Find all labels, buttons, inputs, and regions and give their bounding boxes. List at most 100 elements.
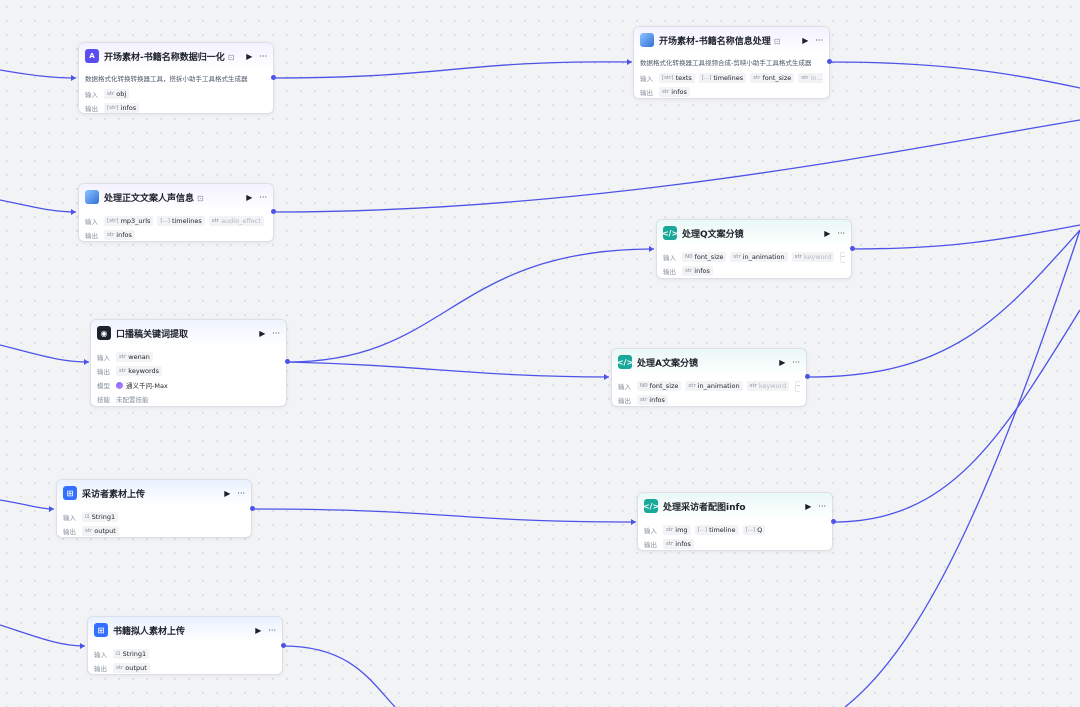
node-title: 处理A文案分镜 <box>637 358 698 369</box>
node-body-voice-info[interactable]: 处理正文文案人声信息⊡ ▶ ··· 输入 [str]mp3_urls [...]t… <box>78 183 274 242</box>
code-icon: </> <box>617 355 633 369</box>
model-name: 通义千问-Max <box>126 382 168 390</box>
run-icon[interactable]: ▶ <box>259 328 266 338</box>
edge-in-n9 <box>0 624 86 647</box>
output-port[interactable] <box>850 246 855 251</box>
run-icon[interactable]: ▶ <box>246 51 253 61</box>
output-port[interactable] <box>827 59 832 64</box>
run-icon[interactable]: ▶ <box>779 357 786 367</box>
more-icon[interactable]: ··· <box>272 328 280 338</box>
upload-icon: ⊞ <box>94 623 108 637</box>
node-title: 开场素材-书籍名称信息处理⊡ <box>659 36 781 47</box>
node-header[interactable]: A 开场素材-书籍名称数据归一化⊡ ▶ ··· <box>79 43 273 69</box>
more-icon[interactable]: ··· <box>815 35 823 45</box>
model-row: 模型 通义千问-Max <box>97 381 168 390</box>
code-icon: </> <box>662 226 678 240</box>
run-icon[interactable]: ▶ <box>805 501 812 511</box>
param-chip: [...]Q <box>742 525 766 535</box>
node-header[interactable]: ◉ 口播稿关键词提取 ▶··· <box>91 320 286 346</box>
edge-in-n1 <box>0 69 77 79</box>
more-icon[interactable]: ··· <box>837 228 845 238</box>
llm-icon: ◉ <box>97 326 111 340</box>
run-icon[interactable]: ▶ <box>255 625 262 635</box>
more-icon[interactable]: ··· <box>237 488 245 498</box>
edge-bottom-right <box>844 229 1080 707</box>
param-chip: [...]timelines <box>698 73 747 83</box>
run-icon[interactable]: ▶ <box>224 488 231 498</box>
edge-n2-out <box>829 61 1080 89</box>
node-header[interactable]: </> 处理Q文案分镜 ▶ ··· <box>657 220 851 246</box>
node-header[interactable]: ⊞ 采访者素材上传 ▶··· <box>57 480 251 506</box>
more-params-button[interactable]: ··· <box>840 251 845 263</box>
output-port[interactable] <box>271 209 276 214</box>
edge-n7-n8 <box>251 508 637 523</box>
run-icon[interactable]: ▶ <box>802 35 809 45</box>
text-tool-icon: A <box>85 49 99 63</box>
node-book-name-info-process[interactable]: 开场素材-书籍名称信息处理⊡ ▶··· 数据格式化转换器工具视频合成-剪映小助手… <box>633 26 830 99</box>
node-header[interactable]: 开场素材-书籍名称信息处理⊡ ▶ ··· <box>634 27 829 53</box>
edge-n8-out <box>832 309 1080 523</box>
more-icon[interactable]: ··· <box>268 625 276 635</box>
node-book-name-normalize[interactable]: A 开场素材-书籍名称数据归一化⊡ ▶··· 数据格式化转换转换器工具，搭拆小助… <box>78 42 274 114</box>
output-port[interactable] <box>805 374 810 379</box>
output-row: 输出 [str]infos <box>85 101 267 113</box>
node-header[interactable]: </> 处理A文案分镜 ▶ ··· <box>612 349 806 375</box>
more-icon[interactable]: ··· <box>259 192 267 202</box>
doc-icon: ⊡ <box>227 52 235 62</box>
node-header[interactable]: </> 处理采访者配图info ▶··· <box>638 493 832 519</box>
more-params-button[interactable]: ··· <box>795 380 800 392</box>
run-icon[interactable]: ▶ <box>246 192 253 202</box>
run-icon[interactable]: ▶ <box>824 228 831 238</box>
image-tool-icon <box>85 190 99 204</box>
node-title: 处理Q文案分镜 <box>682 229 744 240</box>
output-port[interactable] <box>285 359 290 364</box>
more-icon[interactable]: ··· <box>818 501 826 511</box>
node-title: 处理正文文案人声信息⊡ <box>104 193 204 204</box>
node-header[interactable]: 处理正文文案人声信息⊡ ▶ ··· <box>79 184 273 210</box>
more-icon[interactable]: ··· <box>792 357 800 367</box>
edge-n6-out <box>807 229 1080 378</box>
more-icon[interactable]: ··· <box>259 51 267 61</box>
edge-n5-n4 <box>286 248 655 363</box>
node-title: 开场素材-书籍名称数据归一化⊡ <box>104 52 235 63</box>
output-port[interactable] <box>271 75 276 80</box>
param-chip: ⊡String1 <box>82 512 119 522</box>
edge-n3-out <box>273 119 1080 213</box>
code-icon: </> <box>643 499 659 513</box>
node-title: 采访者素材上传 <box>82 489 146 500</box>
node-header[interactable]: ⊞ 书籍拟人素材上传 ▶··· <box>88 617 282 643</box>
edge-in-n5 <box>0 344 90 363</box>
output-port[interactable] <box>281 643 286 648</box>
image-tool-icon <box>640 33 654 47</box>
output-port[interactable] <box>831 519 836 524</box>
doc-icon: ⊡ <box>197 193 204 203</box>
skill-status: 未配置技能 <box>116 396 149 404</box>
output-port[interactable] <box>250 506 255 511</box>
